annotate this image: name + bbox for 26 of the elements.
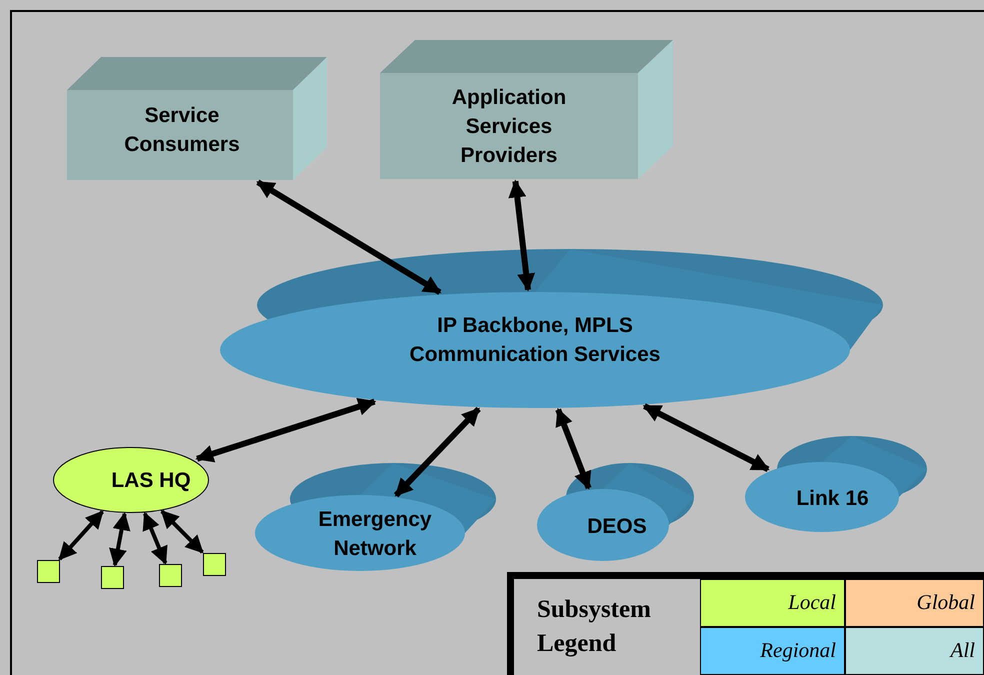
double-arrow bbox=[109, 512, 130, 567]
node-label: IP Backbone, MPLS Communication Services bbox=[408, 313, 662, 368]
double-arrow bbox=[555, 408, 592, 490]
node-label: Emergency Network bbox=[317, 507, 433, 562]
double-arrow bbox=[58, 510, 104, 560]
double-arrow bbox=[256, 180, 442, 295]
square-node bbox=[159, 564, 182, 587]
legend-text: Regional bbox=[760, 637, 836, 664]
legend-text: Local bbox=[788, 589, 836, 616]
double-arrow bbox=[195, 398, 376, 462]
square-node bbox=[101, 566, 124, 589]
double-arrow bbox=[394, 406, 481, 498]
legend-text: Global bbox=[916, 589, 975, 616]
node-label: Link 16 bbox=[796, 486, 869, 512]
square-node bbox=[203, 553, 226, 576]
double-arrow bbox=[642, 403, 770, 472]
node-label: Service Consumers bbox=[123, 103, 241, 158]
node-label: DEOS bbox=[587, 514, 647, 540]
node-label: Application Services Providers bbox=[450, 84, 568, 168]
legend-title: Subsystem Legend bbox=[537, 595, 652, 659]
legend-text: All bbox=[950, 637, 975, 664]
double-arrow bbox=[142, 512, 168, 565]
square-node bbox=[37, 560, 60, 583]
node-label: LAS HQ bbox=[111, 468, 191, 494]
double-arrow bbox=[508, 179, 536, 292]
double-arrow bbox=[160, 510, 204, 554]
